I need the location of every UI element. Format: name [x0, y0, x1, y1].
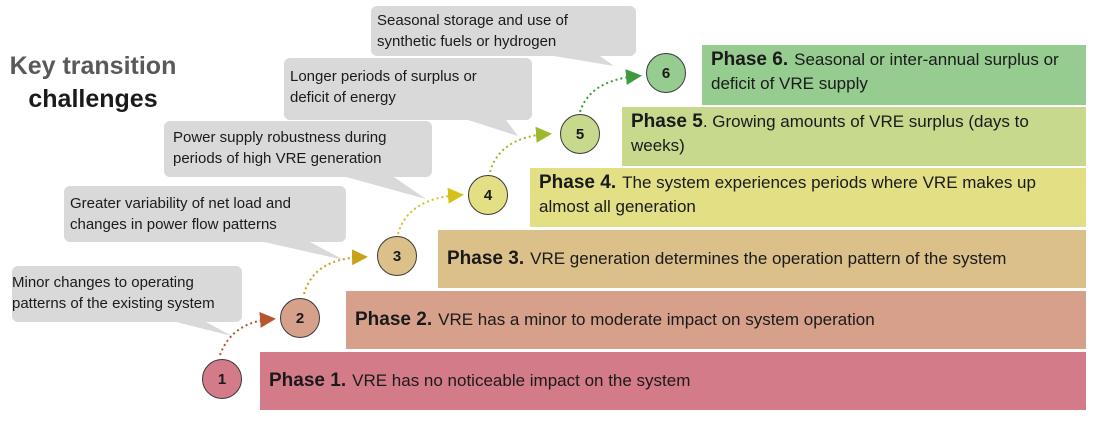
arrow-2-3: [303, 249, 368, 295]
challenge-2-line-2: changes in power flow patterns: [70, 216, 277, 233]
phase-bar-2: Phase 2. VRE has a minor to moderate imp…: [346, 291, 1086, 349]
challenge-4-line-2: deficit of energy: [290, 89, 396, 106]
diagram-title: Key transition challenges: [8, 50, 178, 116]
phase-circle-4: 4: [468, 175, 508, 215]
title-line-2: challenges: [28, 85, 158, 113]
phase-bar-5: Phase 5. Growing amounts of VRE surplus …: [622, 107, 1086, 166]
challenge-3-line-2: periods of high VRE generation: [173, 150, 382, 167]
phase-3-text: VRE generation determines the operation …: [530, 249, 1007, 268]
challenge-2-line-1: Greater variability of net load and: [70, 195, 291, 212]
challenge-4-line-1: Longer periods of surplus or: [290, 68, 477, 85]
challenge-callout-2: Greater variability of net load and chan…: [70, 193, 291, 235]
challenge-1-line-2: patterns of the existing system: [12, 295, 215, 312]
phase-circle-5: 5: [560, 114, 600, 154]
challenge-3-line-1: Power supply robustness during: [173, 129, 387, 146]
challenge-1-line-1: Minor changes to operating: [12, 274, 194, 291]
phase-6-label: Phase 6.: [711, 49, 789, 70]
challenge-callout-3: Power supply robustness during periods o…: [173, 127, 386, 169]
arrow-1-2: [219, 311, 276, 356]
phase-4-content: Phase 4.The system experiences periods w…: [539, 171, 1079, 219]
challenge-callout-4: Longer periods of surplus or deficit of …: [290, 66, 477, 108]
phase-bar-6: Phase 6.Seasonal or inter-annual surplus…: [702, 45, 1086, 105]
phase-2-label: Phase 2.: [355, 309, 433, 330]
phase-1-label: Phase 1.: [269, 370, 347, 391]
phase-circle-3: 3: [377, 236, 417, 276]
phase-circle-1: 1: [202, 359, 242, 399]
phase-circle-1-num: 1: [217, 370, 227, 388]
title-line-1: Key transition: [9, 52, 177, 80]
phase-6-content: Phase 6.Seasonal or inter-annual surplus…: [711, 48, 1081, 96]
phase-5-text: . Growing amounts of VRE surplus (days t…: [631, 112, 1029, 155]
phase-circle-3-num: 3: [392, 247, 402, 265]
phase-bar-4: Phase 4.The system experiences periods w…: [530, 168, 1086, 227]
challenge-5-line-2: synthetic fuels or hydrogen: [377, 33, 557, 50]
phase-1-text: VRE has no noticeable impact on the syst…: [352, 371, 691, 390]
phase-circle-4-num: 4: [483, 186, 493, 204]
phase-circle-6-num: 6: [661, 64, 671, 82]
phase-circle-5-num: 5: [575, 125, 585, 143]
phase-bar-1: Phase 1. VRE has no noticeable impact on…: [260, 352, 1086, 410]
arrow-3-4: [397, 187, 464, 235]
phase-6-text: Seasonal or inter-annual surplus or defi…: [711, 50, 1059, 93]
arrow-4-5: [489, 126, 552, 173]
challenge-callout-1: Minor changes to operating patterns of t…: [12, 272, 215, 314]
phase-5-content: Phase 5. Growing amounts of VRE surplus …: [631, 110, 1081, 158]
challenge-callout-5: Seasonal storage and use of synthetic fu…: [377, 10, 568, 52]
phase-5-label: Phase 5: [631, 111, 703, 132]
phase-4-text: The system experiences periods where VRE…: [539, 173, 1036, 216]
phase-circle-6: 6: [646, 53, 686, 93]
phase-circle-2-num: 2: [295, 309, 305, 327]
phase-2-text: VRE has a minor to moderate impact on sy…: [438, 310, 875, 329]
phase-bar-3: Phase 3. VRE generation determines the o…: [438, 230, 1086, 288]
phase-4-label: Phase 4.: [539, 172, 617, 193]
phase-3-label: Phase 3.: [447, 248, 525, 269]
challenge-5-line-1: Seasonal storage and use of: [377, 12, 568, 29]
phase-circle-2: 2: [280, 298, 320, 338]
